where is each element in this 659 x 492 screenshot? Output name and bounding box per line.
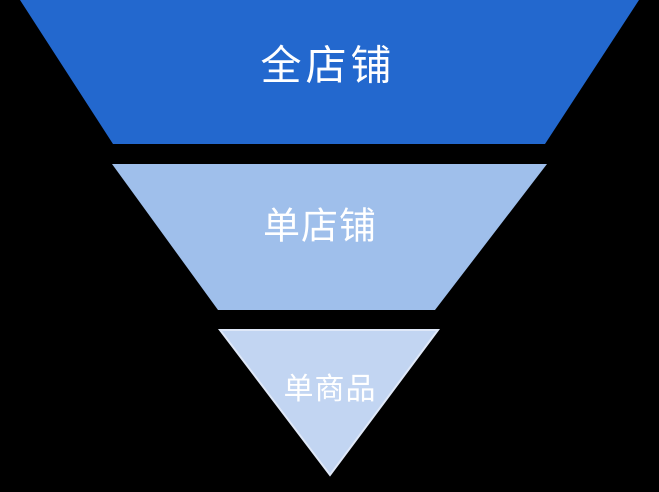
- funnel-level-single-product-shape: [217, 329, 440, 477]
- funnel-level-single-store-shape: [112, 164, 547, 310]
- funnel-level-all-stores-shape: [20, 0, 639, 144]
- funnel-label-single-product: 单商品: [283, 373, 377, 406]
- funnel-label-all-stores: 全店铺: [260, 42, 396, 89]
- funnel-label-single-store: 单店铺: [263, 206, 377, 248]
